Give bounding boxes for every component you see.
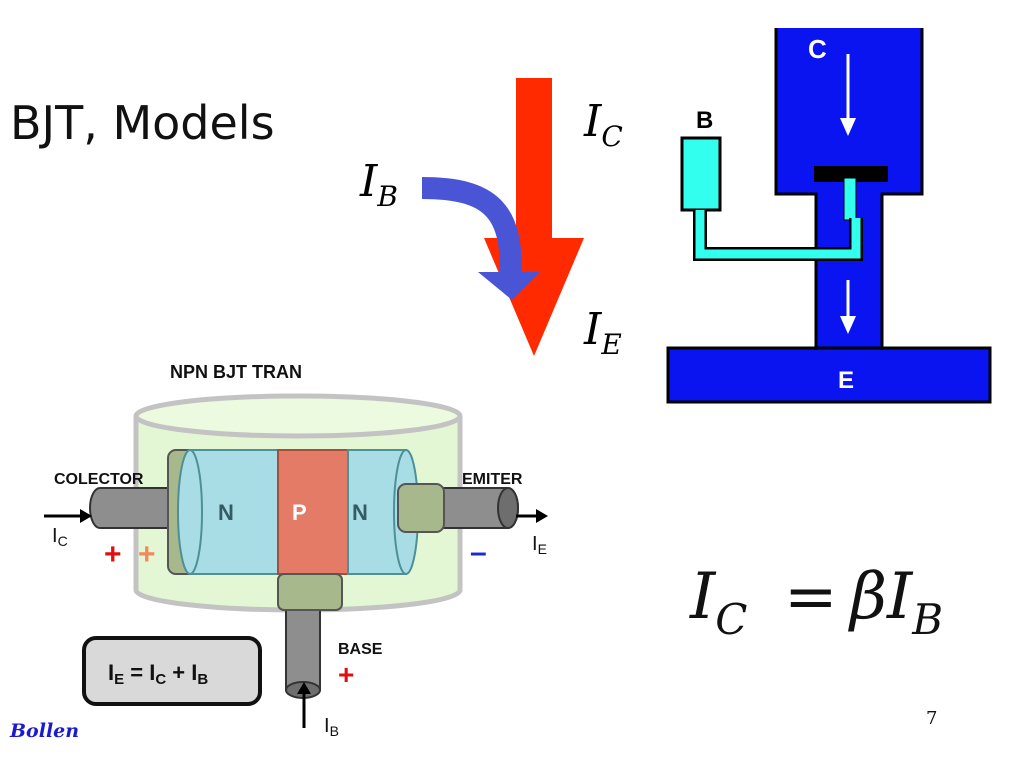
page-number: 7: [926, 708, 938, 729]
emitter-chamber: [666, 346, 992, 404]
collector-plus-sign: +: [104, 538, 122, 571]
ic-arrow: [80, 509, 92, 523]
base-pipe: [695, 210, 861, 259]
collector-inner-plus-sign: +: [138, 538, 156, 571]
base-lead: [285, 603, 321, 691]
emitter-flow-arrow: [840, 316, 856, 334]
svg-text:=: =: [784, 560, 838, 634]
emitter-cap: [397, 483, 445, 533]
svg-text:βIB: βIB: [848, 560, 943, 644]
current-arrow-diagram: IC IB IE: [359, 78, 623, 361]
collector-flow-arrow: [840, 118, 856, 136]
emitter-current-label: IE: [583, 304, 622, 361]
valve-plate: [814, 166, 888, 182]
current-gain-formula: IC = βIB: [689, 560, 943, 644]
p-layer-label: P: [292, 500, 307, 525]
collector-lead: [89, 487, 181, 529]
kirchhoff-equation: IE = IC + IB: [108, 660, 208, 688]
n-layer-left: [189, 449, 279, 575]
hydraulic-emitter-label: E: [838, 367, 854, 394]
ie-arrow: [536, 509, 548, 523]
ic-label: IC: [52, 525, 68, 549]
n-layer-left-label: N: [218, 500, 234, 525]
hydraulic-collector-label: C: [808, 34, 827, 64]
base-cap: [277, 573, 343, 611]
npn-transistor-illustration: NPN BJT TRAN N P N COLECTOR EMITER BASE …: [44, 362, 548, 739]
base-current-label: IB: [359, 156, 398, 213]
base-reservoir: [680, 136, 722, 212]
ib-arrow: [297, 682, 311, 694]
ie-label: IE: [532, 533, 547, 557]
collector-current-label: IC: [583, 96, 623, 153]
emitter-terminal-label: EMITER: [462, 471, 523, 488]
p-layer: [277, 449, 349, 575]
hydraulic-model: C B E: [666, 28, 992, 404]
hydraulic-base-label: B: [696, 107, 713, 134]
slide-title: BJT, Models: [10, 96, 275, 150]
author-signature: Bollen: [10, 720, 80, 742]
base-current-arrowhead: [478, 272, 540, 300]
base-terminal-label: BASE: [338, 641, 383, 658]
emitter-minus-sign: –: [470, 536, 487, 569]
base-current-arrow: [421, 177, 522, 283]
ib-label: IB: [324, 715, 339, 739]
collector-terminal-label: COLECTOR: [54, 471, 144, 488]
svg-text:IC: IC: [689, 560, 747, 644]
kirchhoff-equation-box: [82, 636, 262, 706]
n-layer-right-label: N: [352, 500, 368, 525]
base-plus-sign: +: [338, 659, 354, 690]
transistor-heading: NPN BJT TRAN: [170, 362, 302, 382]
